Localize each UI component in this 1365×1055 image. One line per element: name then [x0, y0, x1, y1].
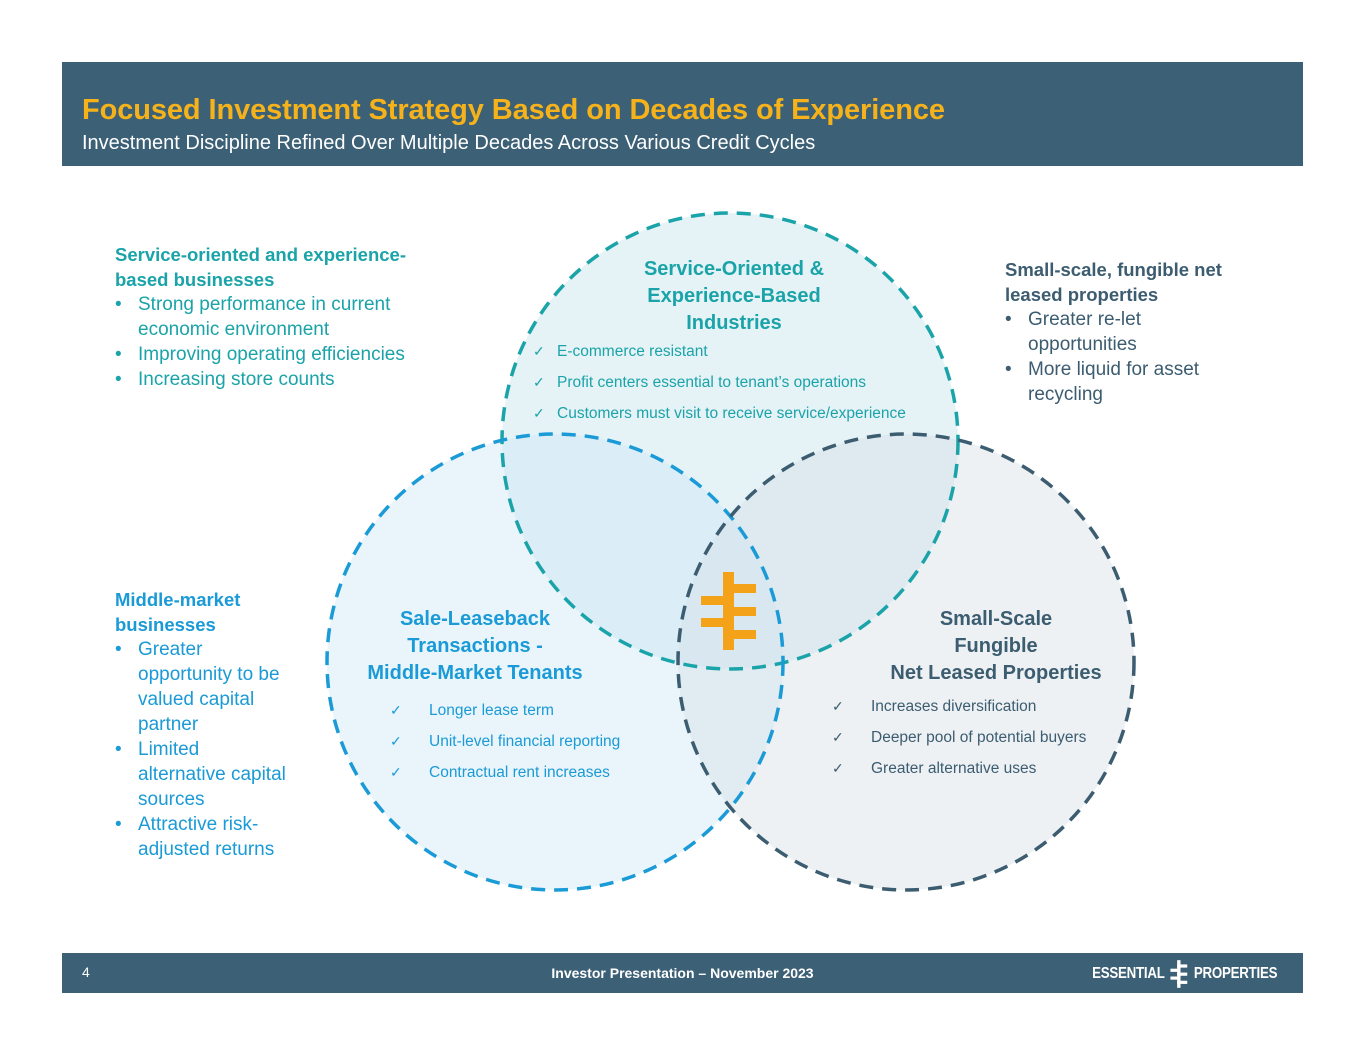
- title-line: Experience-Based: [647, 285, 821, 307]
- bullet-line: valued capital: [138, 689, 255, 710]
- bullet-line: Increasing store counts: [138, 369, 335, 390]
- title-line: Middle-Market Tenants: [367, 662, 583, 684]
- footer-text: Investor Presentation – November 2023: [551, 965, 814, 981]
- checkmark-icon: ✓: [390, 764, 402, 780]
- checkmark-icon: ✓: [390, 702, 402, 718]
- venn-circle-top-fill: [502, 213, 958, 669]
- circle-title-service-oriented: Service-Oriented & Experience-Based Indu…: [584, 256, 884, 337]
- checklist-sale-leaseback: ✓ Longer lease term ✓ Unit-level financial…: [390, 695, 620, 788]
- side-note-middle-market: Middle-market businesses Greater opportu…: [115, 587, 325, 862]
- heading-line: based businesses: [115, 269, 275, 290]
- check-item: ✓ Longer lease term: [390, 695, 620, 726]
- checklist-service-oriented: ✓ E-commerce resistant ✓ Profit centers es…: [533, 336, 906, 429]
- heading-line: Middle-market: [115, 589, 241, 610]
- bullet-item: Limited alternative capital sources: [115, 737, 325, 812]
- bullet-line: Strong performance in current: [138, 294, 391, 315]
- slide-footer: 4 Investor Presentation – November 2023 …: [62, 953, 1303, 993]
- side-note-heading: Small-scale, fungible net leased propert…: [1005, 257, 1275, 307]
- checklist-small-scale: ✓ Increases diversification ✓ Deeper pool …: [832, 691, 1086, 784]
- side-note-heading: Middle-market businesses: [115, 587, 325, 637]
- check-item-text: Profit centers essential to tenant’s ope…: [557, 374, 867, 391]
- check-item: ✓ Greater alternative uses: [832, 753, 1086, 784]
- heading-line: Service-oriented and experience-: [115, 244, 406, 265]
- check-item-text: Unit-level financial reporting: [429, 733, 621, 750]
- title-line: Fungible: [954, 635, 1038, 657]
- circle-title-small-scale: Small-Scale Fungible Net Leased Properti…: [846, 606, 1146, 687]
- venn-circle-right-outline: [676, 432, 1136, 892]
- venn-circle-left-outline: [325, 432, 785, 892]
- side-note-small-scale: Small-scale, fungible net leased propert…: [1005, 257, 1275, 407]
- title-line: Industries: [686, 312, 782, 334]
- title-line: Net Leased Properties: [890, 662, 1102, 684]
- bullet-line: Greater: [138, 639, 203, 660]
- bullet-item: Greater re-let opportunities: [1005, 307, 1275, 357]
- side-note-service-oriented: Service-oriented and experience- based b…: [115, 242, 475, 392]
- bullet-line: Attractive risk-: [138, 814, 259, 835]
- check-item-text: Increases diversification: [871, 698, 1037, 715]
- brand-name-left: ESSENTIAL: [1091, 965, 1165, 982]
- side-note-heading: Service-oriented and experience- based b…: [115, 242, 475, 292]
- check-item: ✓ Unit-level financial reporting: [390, 726, 620, 757]
- checkmark-icon: ✓: [832, 760, 844, 776]
- heading-line: leased properties: [1005, 284, 1159, 305]
- bullet-line: Limited: [138, 739, 200, 760]
- bullet-line: adjusted returns: [138, 839, 275, 860]
- check-item: ✓ Profit centers essential to tenant’s op…: [533, 367, 906, 398]
- brand-logo: ESSENTIAL PROPERTIES: [1091, 960, 1278, 988]
- bullet-item: Improving operating efficiencies: [115, 342, 475, 367]
- bullet-line: Improving operating efficiencies: [138, 344, 405, 365]
- circle-title-sale-leaseback: Sale-Leaseback Transactions - Middle-Mar…: [325, 606, 625, 687]
- bullet-line: economic environment: [138, 319, 330, 340]
- bullet-item: Strong performance in current economic en…: [115, 292, 475, 342]
- check-item: ✓ Contractual rent increases: [390, 757, 620, 788]
- bullet-item: Greater opportunity to be valued capital…: [115, 637, 325, 737]
- bullet-line: recycling: [1028, 384, 1103, 405]
- checkmark-icon: ✓: [832, 698, 844, 714]
- page-number: 4: [82, 964, 90, 980]
- bullet-line: opportunity to be: [138, 664, 280, 685]
- title-line: Service-Oriented &: [643, 258, 825, 280]
- heading-line: Small-scale, fungible net: [1005, 259, 1222, 280]
- check-item-text: E-commerce resistant: [557, 343, 708, 360]
- essential-logo-icon: [1170, 960, 1188, 988]
- bullet-line: partner: [138, 714, 199, 735]
- heading-line: businesses: [115, 614, 216, 635]
- check-item-text: Customers must visit to receive service/…: [557, 405, 906, 422]
- check-item-text: Contractual rent increases: [429, 764, 610, 781]
- checkmark-icon: ✓: [390, 733, 402, 749]
- title-line: Sale-Leaseback: [399, 608, 551, 630]
- title-line: Transactions -: [407, 635, 543, 657]
- title-line: Small-Scale: [939, 608, 1053, 630]
- check-item: ✓ Customers must visit to receive service…: [533, 398, 906, 429]
- slide-header: Focused Investment Strategy Based on Dec…: [62, 62, 1303, 166]
- check-item: ✓ E-commerce resistant: [533, 336, 906, 367]
- bullet-line: Greater re-let: [1028, 309, 1141, 330]
- checkmark-icon: ✓: [533, 343, 545, 359]
- bullet-item: More liquid for asset recycling: [1005, 357, 1275, 407]
- bullet-line: alternative capital: [138, 764, 286, 785]
- bullet-line: sources: [138, 789, 205, 810]
- check-item: ✓ Increases diversification: [832, 691, 1086, 722]
- checkmark-icon: ✓: [533, 405, 545, 421]
- slide-title: Focused Investment Strategy Based on Dec…: [82, 94, 945, 126]
- bullet-line: opportunities: [1028, 334, 1137, 355]
- essential-logo-icon: [701, 572, 756, 650]
- venn-circle-left-fill: [327, 434, 783, 890]
- check-item: ✓ Deeper pool of potential buyers: [832, 722, 1086, 753]
- check-item-text: Longer lease term: [429, 702, 554, 719]
- slide-subtitle: Investment Discipline Refined Over Multi…: [82, 132, 816, 154]
- check-item-text: Deeper pool of potential buyers: [871, 729, 1087, 746]
- checkmark-icon: ✓: [832, 729, 844, 745]
- check-item-text: Greater alternative uses: [871, 760, 1037, 777]
- brand-name-right: PROPERTIES: [1193, 965, 1278, 982]
- bullet-line: More liquid for asset: [1028, 359, 1200, 380]
- bullet-item: Increasing store counts: [115, 367, 475, 392]
- checkmark-icon: ✓: [533, 374, 545, 390]
- venn-circle-right-fill: [678, 434, 1134, 890]
- bullet-item: Attractive risk- adjusted returns: [115, 812, 325, 862]
